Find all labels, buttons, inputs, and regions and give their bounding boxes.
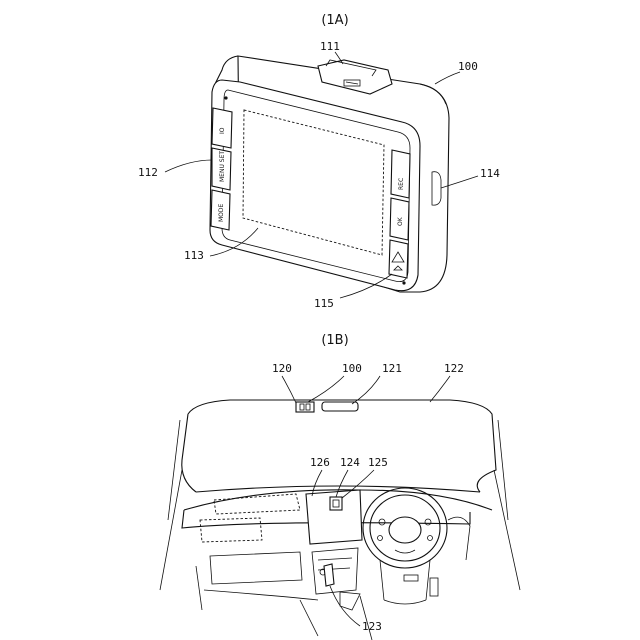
label-111: 111 xyxy=(320,40,340,53)
label-125: 125 xyxy=(368,456,388,469)
center-console xyxy=(300,490,372,640)
label-100-a: 100 xyxy=(458,60,478,73)
label-100-b: 100 xyxy=(342,362,362,375)
label-122: 122 xyxy=(444,362,464,375)
figure-1a-title: (1A) xyxy=(321,13,348,28)
label-121: 121 xyxy=(382,362,402,375)
left-button-panel: IO MENU SET MODE xyxy=(211,108,232,230)
label-126: 126 xyxy=(310,456,330,469)
figure-1b: (1B) xyxy=(160,333,520,640)
label-123: 123 xyxy=(362,620,382,633)
label-115: 115 xyxy=(314,297,334,310)
label-114: 114 xyxy=(480,167,500,180)
button-menu-label: MENU SET xyxy=(219,151,226,182)
steering-wheel xyxy=(363,488,470,604)
button-io-label: IO xyxy=(219,127,226,134)
button-rec-label: REC xyxy=(398,178,405,190)
button-mode-label: MODE xyxy=(218,203,225,222)
camera-body xyxy=(210,56,449,292)
label-113: 113 xyxy=(184,249,204,262)
label-112: 112 xyxy=(138,166,158,179)
center-panel-button xyxy=(330,497,342,510)
button-ok-label: OK xyxy=(397,216,404,226)
label-124: 124 xyxy=(340,456,360,469)
label-120: 120 xyxy=(272,362,292,375)
right-button-panel: REC OK xyxy=(389,150,410,278)
dashcam-device xyxy=(296,402,314,412)
figure-1a: (1A) xyxy=(138,13,500,310)
figure-1b-title: (1B) xyxy=(321,333,348,348)
